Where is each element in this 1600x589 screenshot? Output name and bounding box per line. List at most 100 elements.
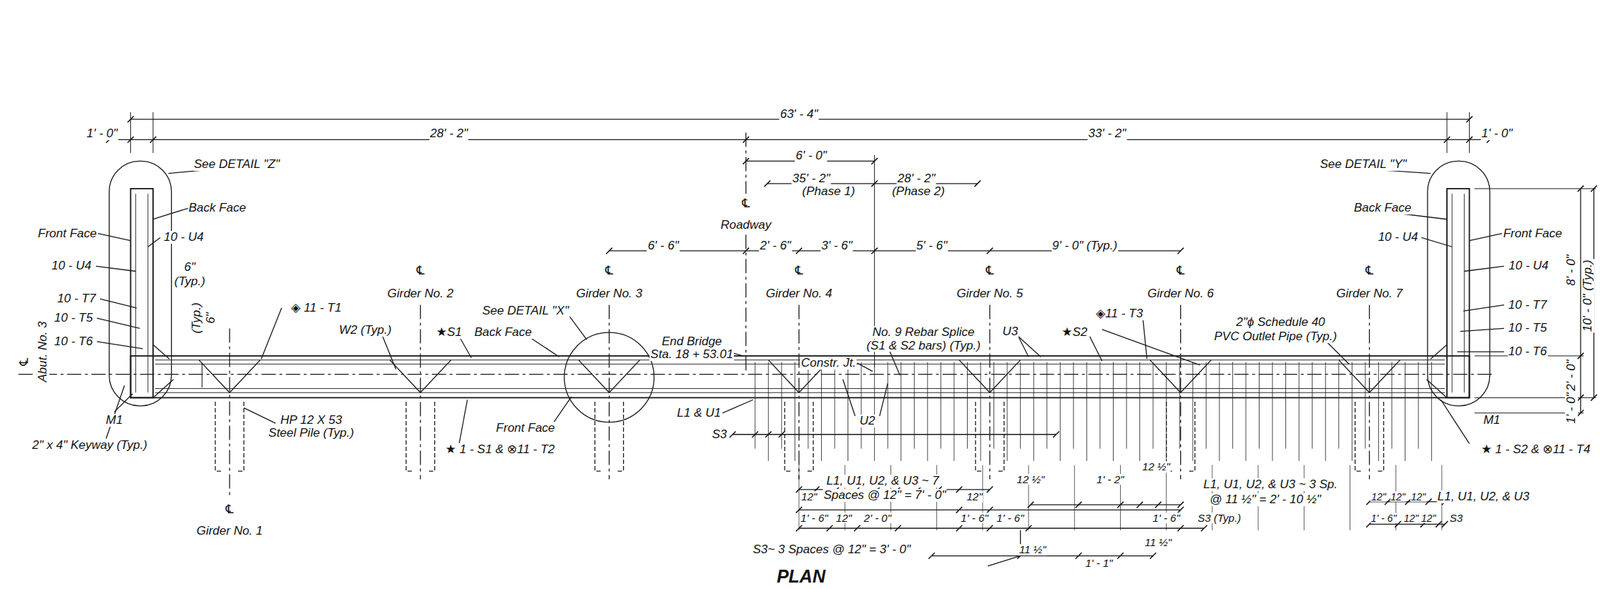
drawing-label: Girder No. 6	[1146, 287, 1215, 301]
dimension-tick	[743, 248, 750, 255]
rebar-line	[1086, 361, 1088, 461]
drawing-label: 1' - 0"	[1564, 391, 1578, 425]
drawing-label: Steel Pile (Typ.)	[267, 427, 355, 440]
wingwall	[130, 188, 154, 398]
dimension-tick	[1052, 431, 1060, 438]
rebar-line	[1152, 361, 1154, 449]
rebar-line	[1112, 361, 1114, 461]
rebar-line	[1285, 361, 1287, 449]
drawing-label: No. 9 Rebar Splice	[871, 326, 976, 340]
chamfer-line	[1426, 379, 1447, 399]
steel-pile	[1355, 401, 1363, 472]
rebar-line	[1179, 361, 1181, 449]
rebar-line	[1245, 361, 1246, 461]
dimension-tick	[956, 487, 963, 494]
leader-line	[97, 233, 131, 242]
drawing-label: 12"	[835, 512, 853, 525]
drawing-label: 1' - 0"	[85, 127, 119, 141]
drawing-label: 10 - U4	[1507, 259, 1550, 273]
chamfer-line	[1430, 344, 1447, 360]
drawing-label: U3	[1002, 325, 1020, 339]
rebar-line	[135, 193, 136, 393]
abutment-wall	[130, 356, 1470, 398]
drawing-label: (Typ.)	[190, 302, 204, 335]
drawing-label: L1, U1, U2, & U3 ~ 7	[825, 474, 940, 488]
drawing-label: ★ 1 - S1 & ⊗11 - T2	[444, 443, 556, 457]
leader-line	[1460, 328, 1505, 332]
dimension-tick	[1150, 552, 1157, 560]
rebar-line	[155, 392, 1445, 394]
leader-line	[97, 318, 141, 329]
rebar-line	[1232, 361, 1234, 449]
dimension-line	[109, 139, 1490, 141]
rebar-line	[155, 388, 1445, 390]
drawing-label: ℄	[223, 503, 236, 517]
drawing-label: 10 - T7	[1507, 298, 1548, 312]
rebar-line	[1218, 361, 1220, 461]
rebar-line	[1192, 361, 1194, 461]
leader-line	[879, 383, 888, 417]
drawing-label: 1' - 0"	[1480, 127, 1513, 141]
drawing-label: L1, U1, U2, & U3	[1436, 490, 1531, 504]
drawing-label: 12"	[1370, 491, 1387, 503]
extension-line	[1474, 188, 1597, 189]
dimension-tick	[826, 525, 834, 533]
drawing-label: 6"	[204, 311, 218, 325]
detail-outline	[1427, 160, 1490, 406]
drawing-label: 28' - 2"	[429, 127, 469, 141]
rebar-line	[1325, 361, 1327, 461]
drawing-label: 11 ½"	[1143, 537, 1173, 549]
drawing-label: Girder No. 4	[765, 287, 834, 301]
drawing-label: Girder No. 7	[1335, 287, 1404, 301]
girder-centerline	[228, 328, 230, 498]
drawing-label: 12"	[1389, 491, 1407, 503]
drawing-label: 1' - 6"	[959, 512, 989, 525]
drawing-label: 10 - T7	[56, 292, 97, 306]
drawing-label: 1' - 1"	[1084, 557, 1113, 570]
rebar-line	[1298, 361, 1300, 461]
leader-line	[1142, 318, 1148, 360]
rebar-line	[967, 361, 968, 449]
leader-line	[1018, 336, 1029, 358]
dimension-tick	[1117, 552, 1124, 560]
rebar-line	[1205, 361, 1207, 449]
drawing-label: 5' - 6"	[915, 239, 948, 253]
rebar-line	[1019, 361, 1021, 449]
dimension-tick	[987, 487, 994, 494]
drawing-label: 33' - 2"	[1087, 127, 1128, 141]
drawing-label: 10' - 0" (Typ.)	[1581, 258, 1595, 333]
w2-bar	[1338, 360, 1401, 394]
drawing-label: 9' - 0" (Typ.)	[1051, 239, 1118, 253]
drawing-label: 10 - T6	[53, 335, 94, 349]
drawing-label: HP 12 X 53	[279, 414, 343, 428]
steel-pile	[997, 401, 1005, 472]
drawing-label: See DETAIL "Y"	[1318, 158, 1407, 171]
drawing-label: Back Face	[188, 201, 247, 215]
drawing-label: ★ 1 - S2 & ⊗11 - T4	[1480, 443, 1592, 457]
drawing-label: 12"	[1403, 512, 1420, 524]
leader-line	[153, 208, 189, 220]
centerline	[745, 132, 746, 194]
rebar-line	[926, 361, 928, 461]
rebar-line	[807, 361, 809, 449]
rebar-line	[821, 361, 822, 461]
rebar-line	[1099, 361, 1101, 449]
leader-line	[148, 237, 161, 247]
dimension-tick	[765, 431, 772, 438]
drawing-label: ★S1	[435, 326, 463, 340]
dimension-tick	[1441, 521, 1449, 528]
rebar-line	[993, 361, 995, 449]
leader-line	[1456, 351, 1505, 353]
chamfer-line	[153, 344, 170, 360]
rebar-line	[847, 361, 849, 461]
drawing-label: 2" x 4" Keyway (Typ.)	[31, 439, 149, 453]
drawing-label: L1, U1, U2, & U3 ~ 3 Sp.	[1202, 478, 1339, 492]
rebar-line	[1046, 361, 1048, 449]
drawing-label: Back Face	[473, 326, 533, 340]
drawing-label: Girder No. 2	[386, 287, 455, 301]
dimension-tick	[1075, 552, 1083, 560]
drawing-label: ℄	[739, 197, 752, 211]
dimension-tick	[1200, 525, 1208, 533]
leader-line	[114, 394, 134, 413]
drawing-label: 6' - 0"	[795, 149, 828, 163]
